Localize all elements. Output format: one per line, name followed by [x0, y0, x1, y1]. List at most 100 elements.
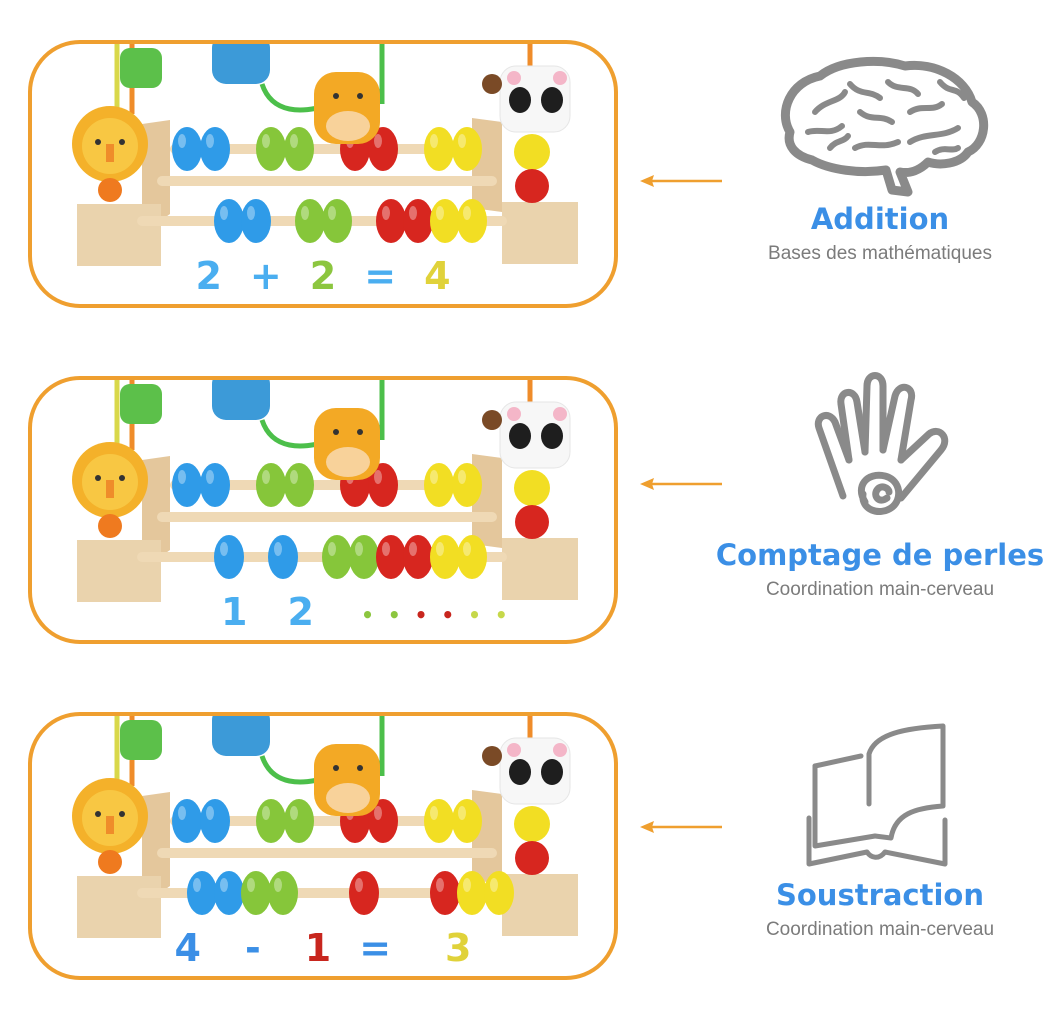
wood-block — [77, 876, 161, 938]
brown-bead — [482, 74, 502, 94]
feature-title: Comptage de perles — [715, 538, 1045, 572]
abacus-bead — [457, 535, 487, 579]
abacus-bead — [424, 463, 454, 507]
abacus-bead — [284, 463, 314, 507]
abacus-bead — [457, 199, 487, 243]
wood-block — [502, 538, 578, 600]
elephant-figure — [212, 380, 270, 420]
equation-term: 2 — [195, 254, 222, 298]
feature-subtitle: Coordination main-cerveau — [765, 579, 995, 600]
abacus-bead — [200, 799, 230, 843]
lion-figure — [72, 106, 148, 202]
lion-figure — [72, 442, 148, 538]
abacus-bead — [430, 871, 460, 915]
abacus-bead — [452, 127, 482, 171]
abacus-bead — [214, 535, 244, 579]
arrow-left-icon — [640, 478, 722, 490]
brain-icon — [781, 56, 989, 197]
feature-title: Addition — [810, 202, 950, 236]
abacus-bead — [322, 535, 352, 579]
abacus-bead — [403, 535, 433, 579]
abacus-bead — [241, 199, 271, 243]
feature-subtitle: Coordination main-cerveau — [765, 919, 995, 940]
abacus-bead — [241, 871, 271, 915]
equation-term: = — [364, 254, 397, 298]
frog-figure — [120, 384, 162, 424]
giraffe-figure — [314, 744, 380, 816]
abacus-illustration — [72, 716, 578, 938]
feature-title: Soustraction — [775, 878, 984, 912]
equation-term: - — [244, 926, 261, 970]
count-number: 2 — [287, 590, 314, 634]
hand-icon — [814, 372, 949, 515]
abacus-bead — [295, 199, 325, 243]
arrow-left-icon — [640, 175, 722, 187]
wood-block — [502, 202, 578, 264]
equation-term: 2 — [309, 254, 337, 298]
feature-addition: Addition Bases des mathématiques — [700, 52, 1060, 266]
abacus-bead — [256, 463, 286, 507]
equation-term: + — [249, 254, 282, 298]
abacus-bead — [284, 127, 314, 171]
brown-bead — [482, 410, 502, 430]
panda-figure — [499, 737, 571, 875]
feature-counting: Comptage de perles Coordination main-cer… — [700, 368, 1060, 602]
book-icon — [806, 723, 948, 867]
abacus-bead — [424, 127, 454, 171]
abacus-bead — [172, 127, 202, 171]
abacus-bead — [268, 871, 298, 915]
abacus-bead — [368, 127, 398, 171]
abacus-bead — [322, 199, 352, 243]
abacus-bead — [214, 871, 244, 915]
addition-abacus-photo: 2 +2 = 4 — [28, 40, 618, 308]
abacus-illustration — [72, 380, 578, 602]
lion-figure — [72, 778, 148, 874]
equation-term: 4 — [174, 926, 201, 970]
abacus-illustration — [72, 44, 578, 266]
abacus-bead — [349, 871, 379, 915]
count-dots: • • • • • • — [361, 602, 508, 627]
arrow-left-icon — [640, 821, 722, 833]
abacus-bead — [430, 535, 460, 579]
abacus-bead — [349, 535, 379, 579]
abacus-bead — [430, 199, 460, 243]
panda-figure — [499, 401, 571, 539]
abacus-bead — [284, 799, 314, 843]
addition-equation: 2 +2 = 4 — [32, 254, 614, 298]
subtraction-equation: 4-1=3 — [32, 926, 614, 970]
abacus-bead — [457, 871, 487, 915]
equation-term: 3 — [445, 926, 472, 970]
abacus-bead — [452, 799, 482, 843]
giraffe-figure — [314, 72, 380, 144]
abacus-bead — [403, 199, 433, 243]
abacus-rod — [157, 512, 497, 522]
abacus-bead — [424, 799, 454, 843]
brown-bead — [482, 746, 502, 766]
equation-term: 4 — [424, 254, 451, 298]
abacus-bead — [200, 127, 230, 171]
wood-block — [77, 204, 161, 266]
wood-block — [77, 540, 161, 602]
elephant-figure — [212, 716, 270, 756]
abacus-rod — [157, 848, 497, 858]
panda-figure — [499, 65, 571, 203]
giraffe-figure — [314, 408, 380, 480]
frog-figure — [120, 720, 162, 760]
abacus-bead — [172, 799, 202, 843]
abacus-bead — [256, 127, 286, 171]
abacus-bead — [187, 871, 217, 915]
equation-term: 1 — [304, 926, 332, 970]
feature-subtitle: Bases des mathématiques — [768, 243, 992, 264]
count-number: 1 — [221, 590, 248, 634]
abacus-bead — [484, 871, 514, 915]
abacus-bead — [452, 463, 482, 507]
feature-subtraction: Soustraction Coordination main-cerveau — [700, 718, 1060, 942]
abacus-bead — [200, 463, 230, 507]
abacus-bead — [368, 799, 398, 843]
abacus-bead — [376, 199, 406, 243]
abacus-rod — [157, 176, 497, 186]
abacus-bead — [376, 535, 406, 579]
abacus-bead — [368, 463, 398, 507]
